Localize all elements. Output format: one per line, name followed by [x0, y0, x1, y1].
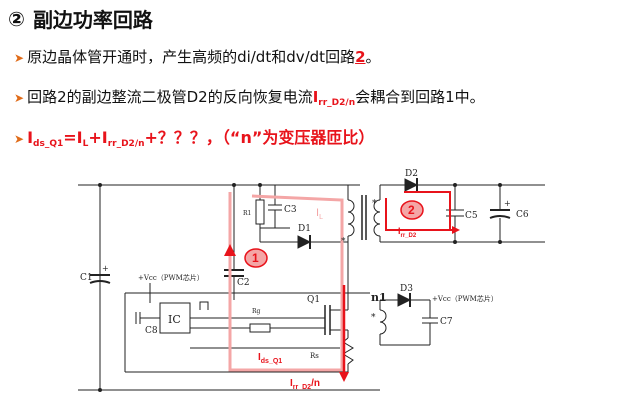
label-d2: D2 [405, 169, 418, 179]
label-vcc2: +Vcc（PWM芯片） [432, 294, 498, 303]
heading: ② 副边功率回路 [8, 4, 153, 33]
bullet-1-text: 原边晶体管开通时，产生高频的di/dt和dv/dt回路 [27, 48, 356, 66]
label-d1: D1 [298, 224, 311, 234]
label-vcc1: +Vcc（PWM芯片） [138, 273, 204, 282]
label-irr-primary: Irr_D2/n [290, 378, 320, 391]
bullet-2-end: 会耦合到回路1中。 [355, 88, 485, 106]
bullet-3-formula: ➤Ids_Q1=IL+Irr_D2/n+？？？，（“n”为变压器匝比） [14, 128, 375, 149]
label-c1-plus: + [102, 264, 109, 273]
loop-2-arrow-icon [452, 226, 460, 234]
loop-1-path [228, 192, 344, 372]
label-c1: C1 [80, 273, 93, 283]
bullet-1-end: 。 [365, 48, 381, 66]
bullet-1: ➤原边晶体管开通时，产生高频的di/dt和dv/dt回路2。 [14, 46, 381, 67]
label-c2: C2 [237, 278, 250, 288]
label-c3: C3 [284, 205, 297, 215]
label-ic: IC [168, 313, 181, 326]
arrow-bullet-icon: ➤ [14, 132, 25, 146]
label-n1: n1 [371, 291, 387, 304]
bullet-2-text: 回路2的副边整流二极管D2的反向恢复电流 [27, 88, 313, 106]
label-c5: C5 [465, 211, 478, 221]
heading-number: ② [8, 6, 25, 31]
bullet-2-symbol: Irr_D2/n [312, 88, 356, 108]
bullet-2: ➤回路2的副边整流二极管D2的反向恢复电流Irr_D2/n会耦合到回路1中。 [14, 86, 485, 108]
loop-1-arrow-icon [224, 244, 236, 256]
label-star-secondary: * [372, 199, 377, 209]
label-il: IL [316, 207, 323, 221]
bullet-1-loop-number: 2 [355, 48, 366, 66]
arrow-bullet-icon: ➤ [14, 51, 25, 65]
label-r1: R1 [243, 210, 251, 217]
label-c6: C6 [516, 210, 529, 220]
label-rs: Rs [310, 352, 319, 360]
arrow-bullet-icon: ➤ [14, 91, 25, 105]
heading-title: 副边功率回路 [32, 8, 153, 32]
label-ids: Ids_Q1 [258, 352, 282, 365]
label-c7: C7 [440, 317, 453, 327]
label-q1: Q1 [307, 295, 320, 305]
label-c6-plus: + [504, 199, 511, 208]
loop-1-number: 1 [252, 251, 259, 265]
loop-2-number: 2 [408, 203, 415, 217]
loop-2-path [385, 191, 452, 231]
irr-arrowhead-icon [339, 372, 349, 382]
label-c8: C8 [145, 326, 158, 336]
label-irr-secondary: Irr_D2 [398, 226, 417, 239]
loop-2-badge [400, 200, 424, 220]
label-star-aux: * [371, 313, 376, 323]
label-star-primary: * [341, 237, 346, 247]
label-rg: Rg [252, 308, 261, 315]
loop-1-badge [244, 248, 268, 268]
label-d3: D3 [400, 284, 413, 294]
